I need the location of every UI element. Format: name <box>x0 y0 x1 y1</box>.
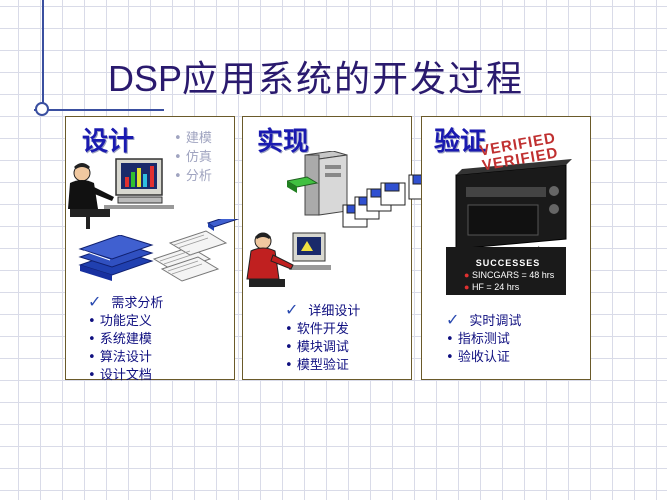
list-item: 系统建模 <box>88 331 163 349</box>
panel-implementation-title: 实现 <box>257 127 310 157</box>
page-title-latin: DSP <box>108 58 183 99</box>
checked-item: ✓ 实时调试 <box>446 311 521 331</box>
page-title: DSP应用系统的开发过程 <box>108 50 628 100</box>
screen-title: SUCCESSES <box>475 258 541 268</box>
panel-verification-title: 验证 <box>434 127 487 157</box>
list-item: 模块调试 <box>285 339 360 357</box>
list-item: 软件开发 <box>285 321 360 339</box>
check-icon: ✓ <box>88 292 102 311</box>
panel-implementation-list: ✓ 详细设计 软件开发 模块调试 模型验证 <box>285 301 360 375</box>
checked-item: ✓ 详细设计 <box>285 301 360 321</box>
screen-line: ● SINCGARS = 48 hrs <box>464 270 555 280</box>
list-item: 功能定义 <box>88 313 163 331</box>
decor-vertical-line <box>42 0 44 110</box>
screen-line: ● HF = 24 hrs <box>464 282 520 292</box>
checked-item: ✓ 需求分析 <box>88 293 163 313</box>
decor-horizontal-line <box>34 109 164 111</box>
list-item: 算法设计 <box>88 349 163 367</box>
page-title-cjk: 应用系统的开发过程 <box>182 59 525 100</box>
panel-design: 设计 建模 仿真 分析 <box>65 116 240 383</box>
list-item: 模型验证 <box>285 357 360 375</box>
panel-design-subitems: 建模 仿真 分析 <box>174 129 212 186</box>
programmer-icon <box>246 232 331 287</box>
server-tower-icon <box>287 151 348 216</box>
check-icon: ✓ <box>446 310 460 329</box>
sub-item: 分析 <box>174 167 212 186</box>
paper-sheets-icon <box>152 219 240 282</box>
panel-implementation: 实现 ✓ 详细设计 软件开发 模块调试 模型验证 <box>242 116 436 380</box>
list-item: 设计文档 <box>88 367 163 385</box>
list-item: 验收认证 <box>446 349 521 367</box>
decor-circle <box>35 102 49 116</box>
engineer-at-computer-icon <box>68 158 174 229</box>
test-instrument-icon: VERIFIED VERIFIED SUCCESSES ● SINCGARS =… <box>442 130 576 295</box>
floppy-disks-icon <box>342 174 436 228</box>
sub-item: 仿真 <box>174 148 212 167</box>
checked-item-label: 实时调试 <box>469 314 522 329</box>
checked-item-label: 需求分析 <box>111 296 164 311</box>
screen-line-text: SINCGARS = 48 hrs <box>471 270 555 280</box>
sub-item: 建模 <box>174 129 212 148</box>
panel-design-list: ✓ 需求分析 功能定义 系统建模 算法设计 设计文档 <box>88 293 163 385</box>
check-icon: ✓ <box>285 300 299 319</box>
panel-verification-list: ✓ 实时调试 指标测试 验收认证 <box>446 311 521 367</box>
instrument-screen: SUCCESSES ● SINCGARS = 48 hrs ● HF = 24 … <box>464 257 554 293</box>
panel-design-title: 设计 <box>82 127 135 157</box>
checked-item-label: 详细设计 <box>308 304 361 319</box>
stacked-books-icon <box>78 235 154 281</box>
screen-line-text: HF = 24 hrs <box>471 282 520 292</box>
instrument-body <box>446 159 572 295</box>
list-item: 指标测试 <box>446 331 521 349</box>
panel-verification: 验证 VERIFIED VERIFIED SUCCESSES ● SINCGAR… <box>421 116 591 380</box>
